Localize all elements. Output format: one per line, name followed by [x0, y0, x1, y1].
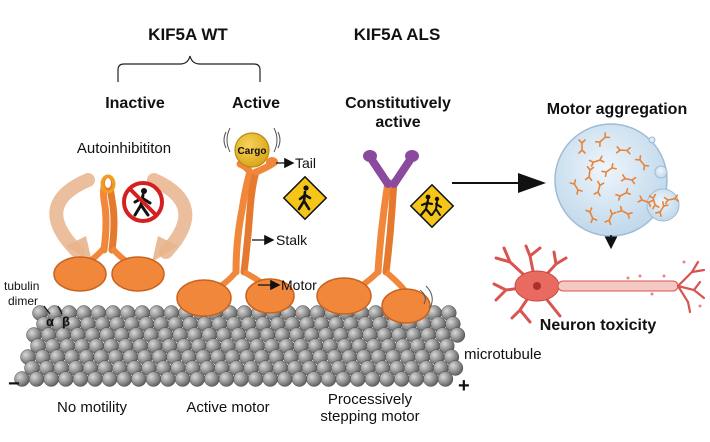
active-motor-head-left — [176, 279, 232, 317]
tubulin-bead — [58, 371, 74, 387]
dimer-label: dimer — [8, 294, 38, 308]
tubulin-bead — [116, 371, 132, 387]
tubulin-bead — [393, 371, 410, 387]
tubulin-bead — [204, 371, 220, 387]
aggregated-motor — [655, 201, 669, 217]
tubulin-bead — [131, 371, 147, 387]
autoinhibition-arrow-left — [49, 173, 95, 259]
small-vesicle — [654, 165, 668, 179]
aggregated-motor — [634, 154, 650, 171]
beta-label: β — [62, 314, 70, 329]
header-inactive: Inactive — [105, 95, 165, 112]
tubulin-bead — [247, 371, 264, 387]
wt-bracket — [117, 55, 261, 82]
inactive-motor-head-left — [53, 256, 107, 292]
active-motor-head-right — [245, 278, 295, 314]
header-kif5a-als: KIF5A ALS — [354, 25, 441, 44]
inactive-motor-head-right — [111, 256, 165, 292]
tubulin-label: tubulin — [4, 279, 39, 293]
aggregated-motor — [620, 174, 637, 185]
aggregated-motor — [648, 193, 660, 210]
tubulin-bead — [43, 371, 59, 387]
aggregated-motor — [637, 195, 654, 208]
neuron-toxicity-label: Neuron toxicity — [540, 317, 657, 334]
cargo-vesicle — [234, 132, 270, 168]
tubulin-bead — [291, 371, 308, 387]
als-tail — [368, 156, 414, 188]
aggregated-motor — [663, 194, 680, 205]
tubulin-bead — [335, 371, 351, 387]
tubulin-bead — [101, 371, 118, 387]
aggregated-motor — [616, 205, 633, 219]
tubulin-bead — [160, 371, 176, 387]
tubulin-bead — [233, 371, 249, 387]
header-active: Active — [232, 95, 280, 112]
aggregated-motor — [615, 187, 632, 201]
header-motor-aggregation: Motor aggregation — [547, 101, 687, 118]
tubulin-bead — [364, 371, 381, 387]
aggregated-motor — [588, 155, 605, 167]
als-motor-head-left — [316, 277, 372, 315]
no-walking-icon — [122, 181, 164, 223]
tubulin-bead — [350, 371, 366, 387]
caption-processively: Processively — [328, 391, 413, 408]
tubulin-bead — [262, 371, 278, 387]
active-kinesin — [176, 127, 295, 317]
aggregated-motor — [601, 163, 617, 177]
header-kif5a-wt: KIF5A WT — [148, 25, 228, 44]
tubulin-bead — [189, 371, 205, 387]
tubulin-bead — [408, 371, 424, 387]
aggregated-motors — [569, 132, 680, 226]
aggregated-motor — [615, 145, 631, 155]
caption-no-motility: No motility — [57, 399, 128, 416]
tubulin-bead — [87, 371, 103, 387]
running-children-sign-icon — [409, 183, 455, 229]
autoinhibition-arrow-right — [147, 173, 193, 259]
aggregated-motor — [584, 165, 595, 182]
caption-active-motor: Active motor — [186, 399, 269, 416]
tubulin-bead — [423, 371, 439, 387]
header-constitutively: Constitutively — [345, 95, 451, 112]
aggregation-cell — [554, 123, 680, 237]
aggregated-motor — [585, 207, 598, 224]
cargo-label: Cargo — [238, 146, 267, 157]
alpha-label: α — [46, 314, 54, 329]
tubulin-bead — [145, 371, 162, 387]
motor-label: Motor — [281, 277, 317, 293]
aggregated-motor — [604, 209, 617, 226]
neuron-illustration — [492, 244, 706, 324]
tubulin-bead — [28, 371, 45, 387]
tubulin-bead — [174, 371, 191, 387]
inactive-kinesin — [49, 173, 193, 292]
header-active-als: active — [375, 114, 420, 131]
als-motor-head-right — [381, 288, 431, 324]
als-kinesin — [316, 150, 433, 324]
tubulin-bead — [306, 371, 322, 387]
aggregated-motor — [578, 139, 586, 154]
tubulin-bead — [379, 371, 395, 387]
microtubule — [14, 305, 466, 387]
tubulin-bead — [437, 371, 454, 387]
tubulin-bead — [447, 360, 464, 376]
tubulin-bead — [449, 327, 466, 343]
stalk-label: Stalk — [276, 232, 308, 248]
tubulin-bead — [72, 371, 89, 387]
pedestrian-sign-icon — [282, 175, 328, 221]
aggregated-motor — [569, 179, 583, 195]
autoinhibition-label: Autoinhibititon — [77, 140, 171, 157]
plus-end-label: + — [458, 375, 470, 397]
aggregated-motor — [594, 132, 611, 148]
microtubule-label: microtubule — [464, 346, 542, 363]
caption-stepping-motor: stepping motor — [320, 408, 419, 425]
small-vesicle — [648, 136, 656, 144]
tubulin-bead — [320, 371, 337, 387]
neuron-axon — [557, 280, 679, 292]
tubulin-bead — [277, 371, 293, 387]
aggregated-motor — [593, 180, 605, 197]
tail-label: Tail — [295, 155, 316, 171]
minus-end-label: − — [8, 373, 20, 395]
tubulin-bead — [218, 371, 235, 387]
